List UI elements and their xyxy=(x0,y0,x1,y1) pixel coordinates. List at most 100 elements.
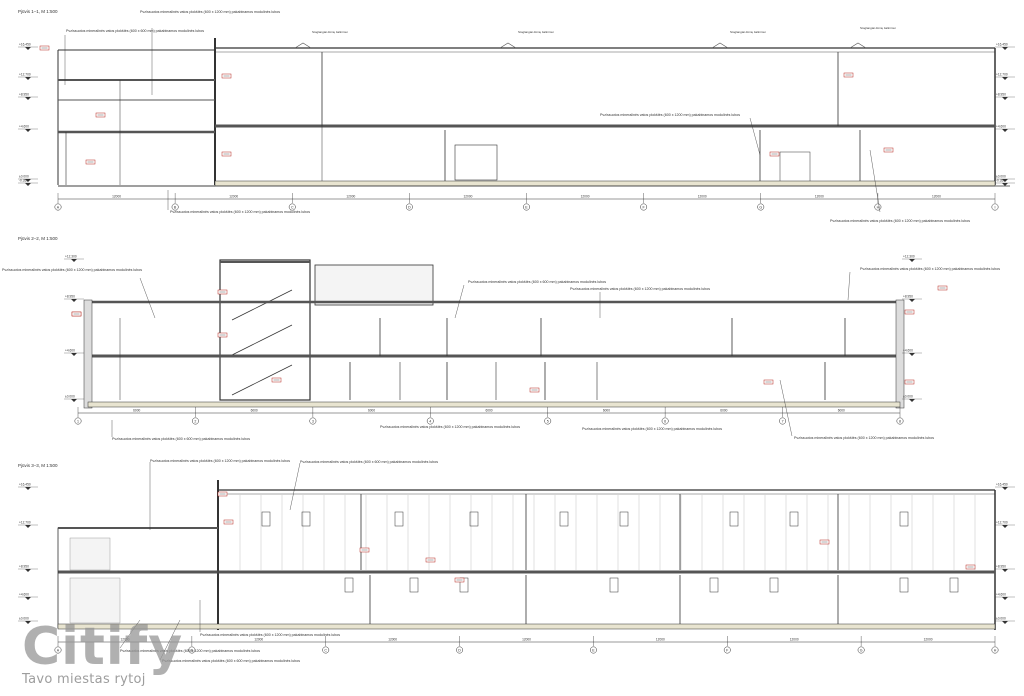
axis-label: B xyxy=(191,649,194,653)
level-marker xyxy=(909,299,915,302)
dimension-label: 12000 xyxy=(112,195,121,199)
dimension-label: 12000 xyxy=(229,195,238,199)
section-1-title: Pjūvis 1–1, M 1:500 xyxy=(18,9,58,14)
axis-bubble xyxy=(188,646,196,654)
level-marker xyxy=(1002,47,1008,50)
callout-text: Pvz/ssuotos mineralinės vatos plokštės (… xyxy=(570,287,710,291)
level-label: ±0.000 xyxy=(19,617,29,621)
axis-bubble xyxy=(661,417,669,425)
window xyxy=(619,511,629,527)
level-label: +12.700 xyxy=(19,73,31,77)
axis-bubble xyxy=(54,646,62,654)
axis-label: E xyxy=(592,649,595,653)
dimension-label: 6000 xyxy=(603,409,610,413)
axis-label: C xyxy=(291,206,294,210)
level-label: +8.950 xyxy=(19,565,29,569)
callout-text: Pvz/ssuotos mineralinės vatos plokštės (… xyxy=(380,425,520,429)
level-label: ±0.000 xyxy=(996,175,1006,179)
dimension-label: 6000 xyxy=(368,409,375,413)
window xyxy=(899,511,909,527)
note: Stoglangiai dūmų šalinimui xyxy=(860,26,896,30)
level-label: +8.950 xyxy=(903,295,913,299)
dimension-label: 6000 xyxy=(251,409,258,413)
axis-bubble xyxy=(191,417,199,425)
window xyxy=(789,511,799,527)
citify-watermark: Citify Tavo miestas rytoj xyxy=(22,617,184,687)
axis-label: 6 xyxy=(664,420,666,424)
level-label: ±0.000 xyxy=(903,395,913,399)
level-label: ±0.000 xyxy=(996,617,1006,621)
dimension-label: 12000 xyxy=(924,638,933,642)
level-label: +8.950 xyxy=(996,93,1006,97)
level-marker xyxy=(25,97,31,100)
level-marker xyxy=(25,487,31,490)
axis-bubble xyxy=(288,203,296,211)
axis-bubble xyxy=(54,203,62,211)
level-marker xyxy=(909,259,915,262)
axis-label: B xyxy=(174,206,177,210)
level-label: +12.700 xyxy=(996,73,1008,77)
level-label: +4.600 xyxy=(996,125,1006,129)
level-marker xyxy=(1002,129,1008,132)
axis-label: D xyxy=(408,206,411,210)
level-marker xyxy=(1002,97,1008,100)
level-label: +4.600 xyxy=(996,593,1006,597)
note: Stoglangiai dūmų šalinimui xyxy=(312,30,348,34)
callout-text: Pvz/ssuotos mineralinės vatos plokštės (… xyxy=(150,459,290,463)
level-label: -0.350 xyxy=(19,179,28,183)
level-label: +4.600 xyxy=(65,349,75,353)
axis-bubble xyxy=(857,646,865,654)
level-marker xyxy=(1002,621,1008,624)
callout-text: Pvz/ssuotos mineralinės vatos plokštės (… xyxy=(468,280,606,284)
callout-text: Pvz/ssuotos mineralinės vatos plokštės (… xyxy=(794,436,934,440)
dimension-label: 12000 xyxy=(120,638,129,642)
axis-label: I xyxy=(995,206,996,210)
dimension-label: 12000 xyxy=(656,638,665,642)
axis-label: 3 xyxy=(312,420,314,424)
axis-bubble xyxy=(523,203,530,211)
section-3-title: Pjūvis 3–3, M 1:500 xyxy=(18,463,58,468)
level-marker xyxy=(25,47,31,50)
window xyxy=(301,511,311,527)
level-label: -0.350 xyxy=(996,179,1005,183)
axis-label: A xyxy=(57,649,60,653)
axis-label: F xyxy=(726,649,729,653)
note: Stoglangiai dūmų šalinimui xyxy=(518,30,554,34)
window xyxy=(559,511,569,527)
callout-text: Pvz/ssuotos mineralinės vatos plokštės (… xyxy=(830,219,970,223)
window xyxy=(609,577,619,593)
level-marker xyxy=(71,399,77,402)
callout-text: Pvz/ssuotos mineralinės vatos plokštės (… xyxy=(200,633,340,637)
note: Stoglangiai dūmų šalinimui xyxy=(730,30,766,34)
level-label: +16.450 xyxy=(996,43,1008,47)
level-label: +16.450 xyxy=(996,483,1008,487)
level-marker xyxy=(1002,525,1008,528)
level-label: ±0.000 xyxy=(19,175,29,179)
axis-label: H xyxy=(994,649,997,653)
level-marker xyxy=(25,183,31,186)
level-marker xyxy=(1002,77,1008,80)
dimension-label: 12000 xyxy=(815,195,824,199)
axis-bubble xyxy=(723,646,731,654)
axis-label: 2 xyxy=(194,420,196,424)
axis-label: 5 xyxy=(547,420,549,424)
level-marker xyxy=(25,569,31,572)
callout-text: Pvz/ssuotos mineralinės vatos plokštės (… xyxy=(2,268,142,272)
axis-label: 7 xyxy=(782,420,784,424)
level-label: +4.600 xyxy=(903,349,913,353)
level-marker xyxy=(1002,487,1008,490)
axis-bubble xyxy=(640,203,648,211)
level-label: +8.950 xyxy=(19,93,29,97)
section-2-title: Pjūvis 2–2, M 1:500 xyxy=(18,236,58,241)
dimension-label: 12000 xyxy=(698,195,707,199)
axis-label: 1 xyxy=(77,420,79,424)
callout-text: Pvz/ssuotos mineralinės vatos plokštės (… xyxy=(66,29,204,33)
level-label: +8.950 xyxy=(65,295,75,299)
axis-label: 4 xyxy=(429,420,431,424)
level-marker xyxy=(25,77,31,80)
citify-logo: Citify xyxy=(22,617,184,677)
callout-text: Pvz/ssuotos mineralinės vatos plokštės (… xyxy=(112,437,250,441)
level-marker xyxy=(25,621,31,624)
